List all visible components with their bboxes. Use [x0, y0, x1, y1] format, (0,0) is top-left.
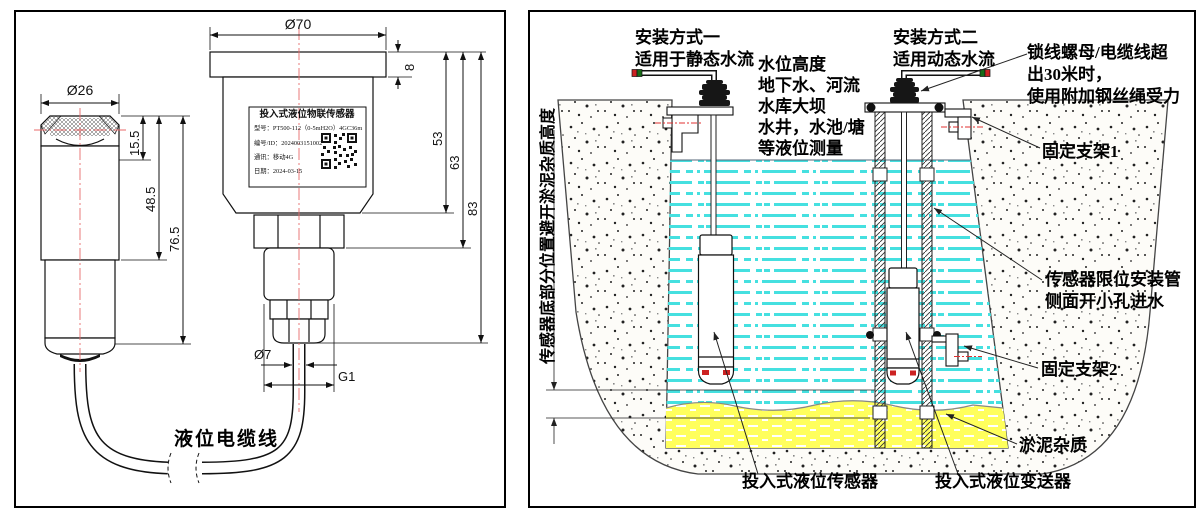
wall-bracket — [671, 114, 699, 153]
dim-76-5: 76.5 — [167, 226, 182, 252]
leader-lines — [713, 53, 1043, 475]
tube-note-line-2: 侧面开小孔进水 — [1045, 292, 1164, 311]
usage-line-4: 水井，水池/塘 — [758, 118, 865, 137]
installation-drawing — [546, 53, 1169, 475]
cable-label: 液位电缆线 — [174, 429, 280, 450]
cable-gland — [890, 78, 919, 103]
bracket1-label: 固定支架1 — [1042, 142, 1119, 161]
nameplate-serial: 编号/ID：2024003151002 — [254, 140, 323, 147]
concrete-pit — [557, 99, 1169, 475]
lock-note-line-3: 使用附加钢丝绳受力 — [1027, 87, 1180, 106]
dim-63: 63 — [447, 155, 462, 170]
method2-assembly — [864, 69, 991, 385]
nameplate-comm: 通讯：移动4G — [254, 154, 294, 161]
nameplate-date: 日期：2024-03-15 — [254, 168, 303, 175]
suspension-cable — [710, 114, 717, 236]
lock-note-line-1: 锁线螺母/电缆线超 — [1027, 43, 1168, 62]
clearance-dimension — [546, 130, 875, 444]
dim-diameter-7: Ø7 — [254, 347, 272, 362]
cable — [73, 344, 306, 484]
silt-label: 淤泥杂质 — [1019, 436, 1087, 455]
bracket2-label: 固定支架2 — [1041, 360, 1118, 379]
sensor-dimension-drawing — [34, 27, 488, 484]
dim-83: 83 — [465, 201, 480, 216]
usage-line-5: 等液位测量 — [758, 139, 843, 158]
dim-8: 8 — [402, 63, 417, 71]
method1-assembly — [631, 69, 735, 385]
dim-53: 53 — [430, 131, 445, 146]
center-lines — [34, 28, 300, 412]
method1-title: 安装方式一 — [635, 28, 720, 47]
dimension-arrows — [261, 40, 401, 368]
extension-lines — [40, 27, 488, 392]
method2-title: 安装方式二 — [893, 28, 978, 47]
dimension-drawing-panel: 投入式液位物联传感器 型号：PT500-112（0-5mH2O）4GC36m 编… — [14, 10, 506, 508]
transmitter-label: 投入式液位变送器 — [935, 472, 1071, 491]
dim-g1: G1 — [338, 369, 356, 384]
submerged-sensor-1 — [697, 234, 735, 385]
silt-layer — [665, 400, 1008, 448]
suspension-cable — [901, 111, 907, 269]
nameplate-title: 投入式液位物联传感器 — [259, 110, 355, 120]
tube-note-line-1: 传感器限位安装管 — [1045, 270, 1181, 289]
method2-subtitle: 适用动态水流 — [893, 50, 995, 69]
cable-tip — [631, 69, 638, 77]
usage-line-3: 水库大坝 — [758, 97, 826, 116]
lock-note-line-2: 出30米时， — [1027, 65, 1112, 84]
cable-gland — [699, 80, 730, 106]
sensor-label: 投入式液位传感器 — [742, 472, 878, 491]
submerged-sensor-2 — [886, 267, 920, 385]
large-sensor-body — [209, 51, 387, 344]
dim-48-5: 48.5 — [143, 186, 158, 212]
usage-line-1: 水位高度 — [758, 55, 826, 74]
vertical-clearance-note: 传感器底部分位置避开淤泥杂质高度 — [540, 107, 557, 364]
installation-diagram-panel: 安装方式一 适用于静态水流 安装方式二 适用动态水流 水位高度 地下水、河流 水… — [528, 10, 1196, 508]
dim-diameter-26: Ø26 — [66, 82, 94, 98]
dim-15-5: 15.5 — [127, 130, 142, 156]
fixing-bracket-1 — [944, 108, 972, 140]
qr-code — [321, 133, 357, 169]
dim-diameter-70: Ø70 — [284, 16, 312, 32]
usage-line-2: 地下水、河流 — [758, 76, 860, 95]
dimension-lines — [41, 32, 484, 388]
nameplate-model: 型号：PT500-112（0-5mH2O）4GC36m — [254, 125, 363, 132]
method1-subtitle: 适用于静态水流 — [635, 50, 754, 69]
